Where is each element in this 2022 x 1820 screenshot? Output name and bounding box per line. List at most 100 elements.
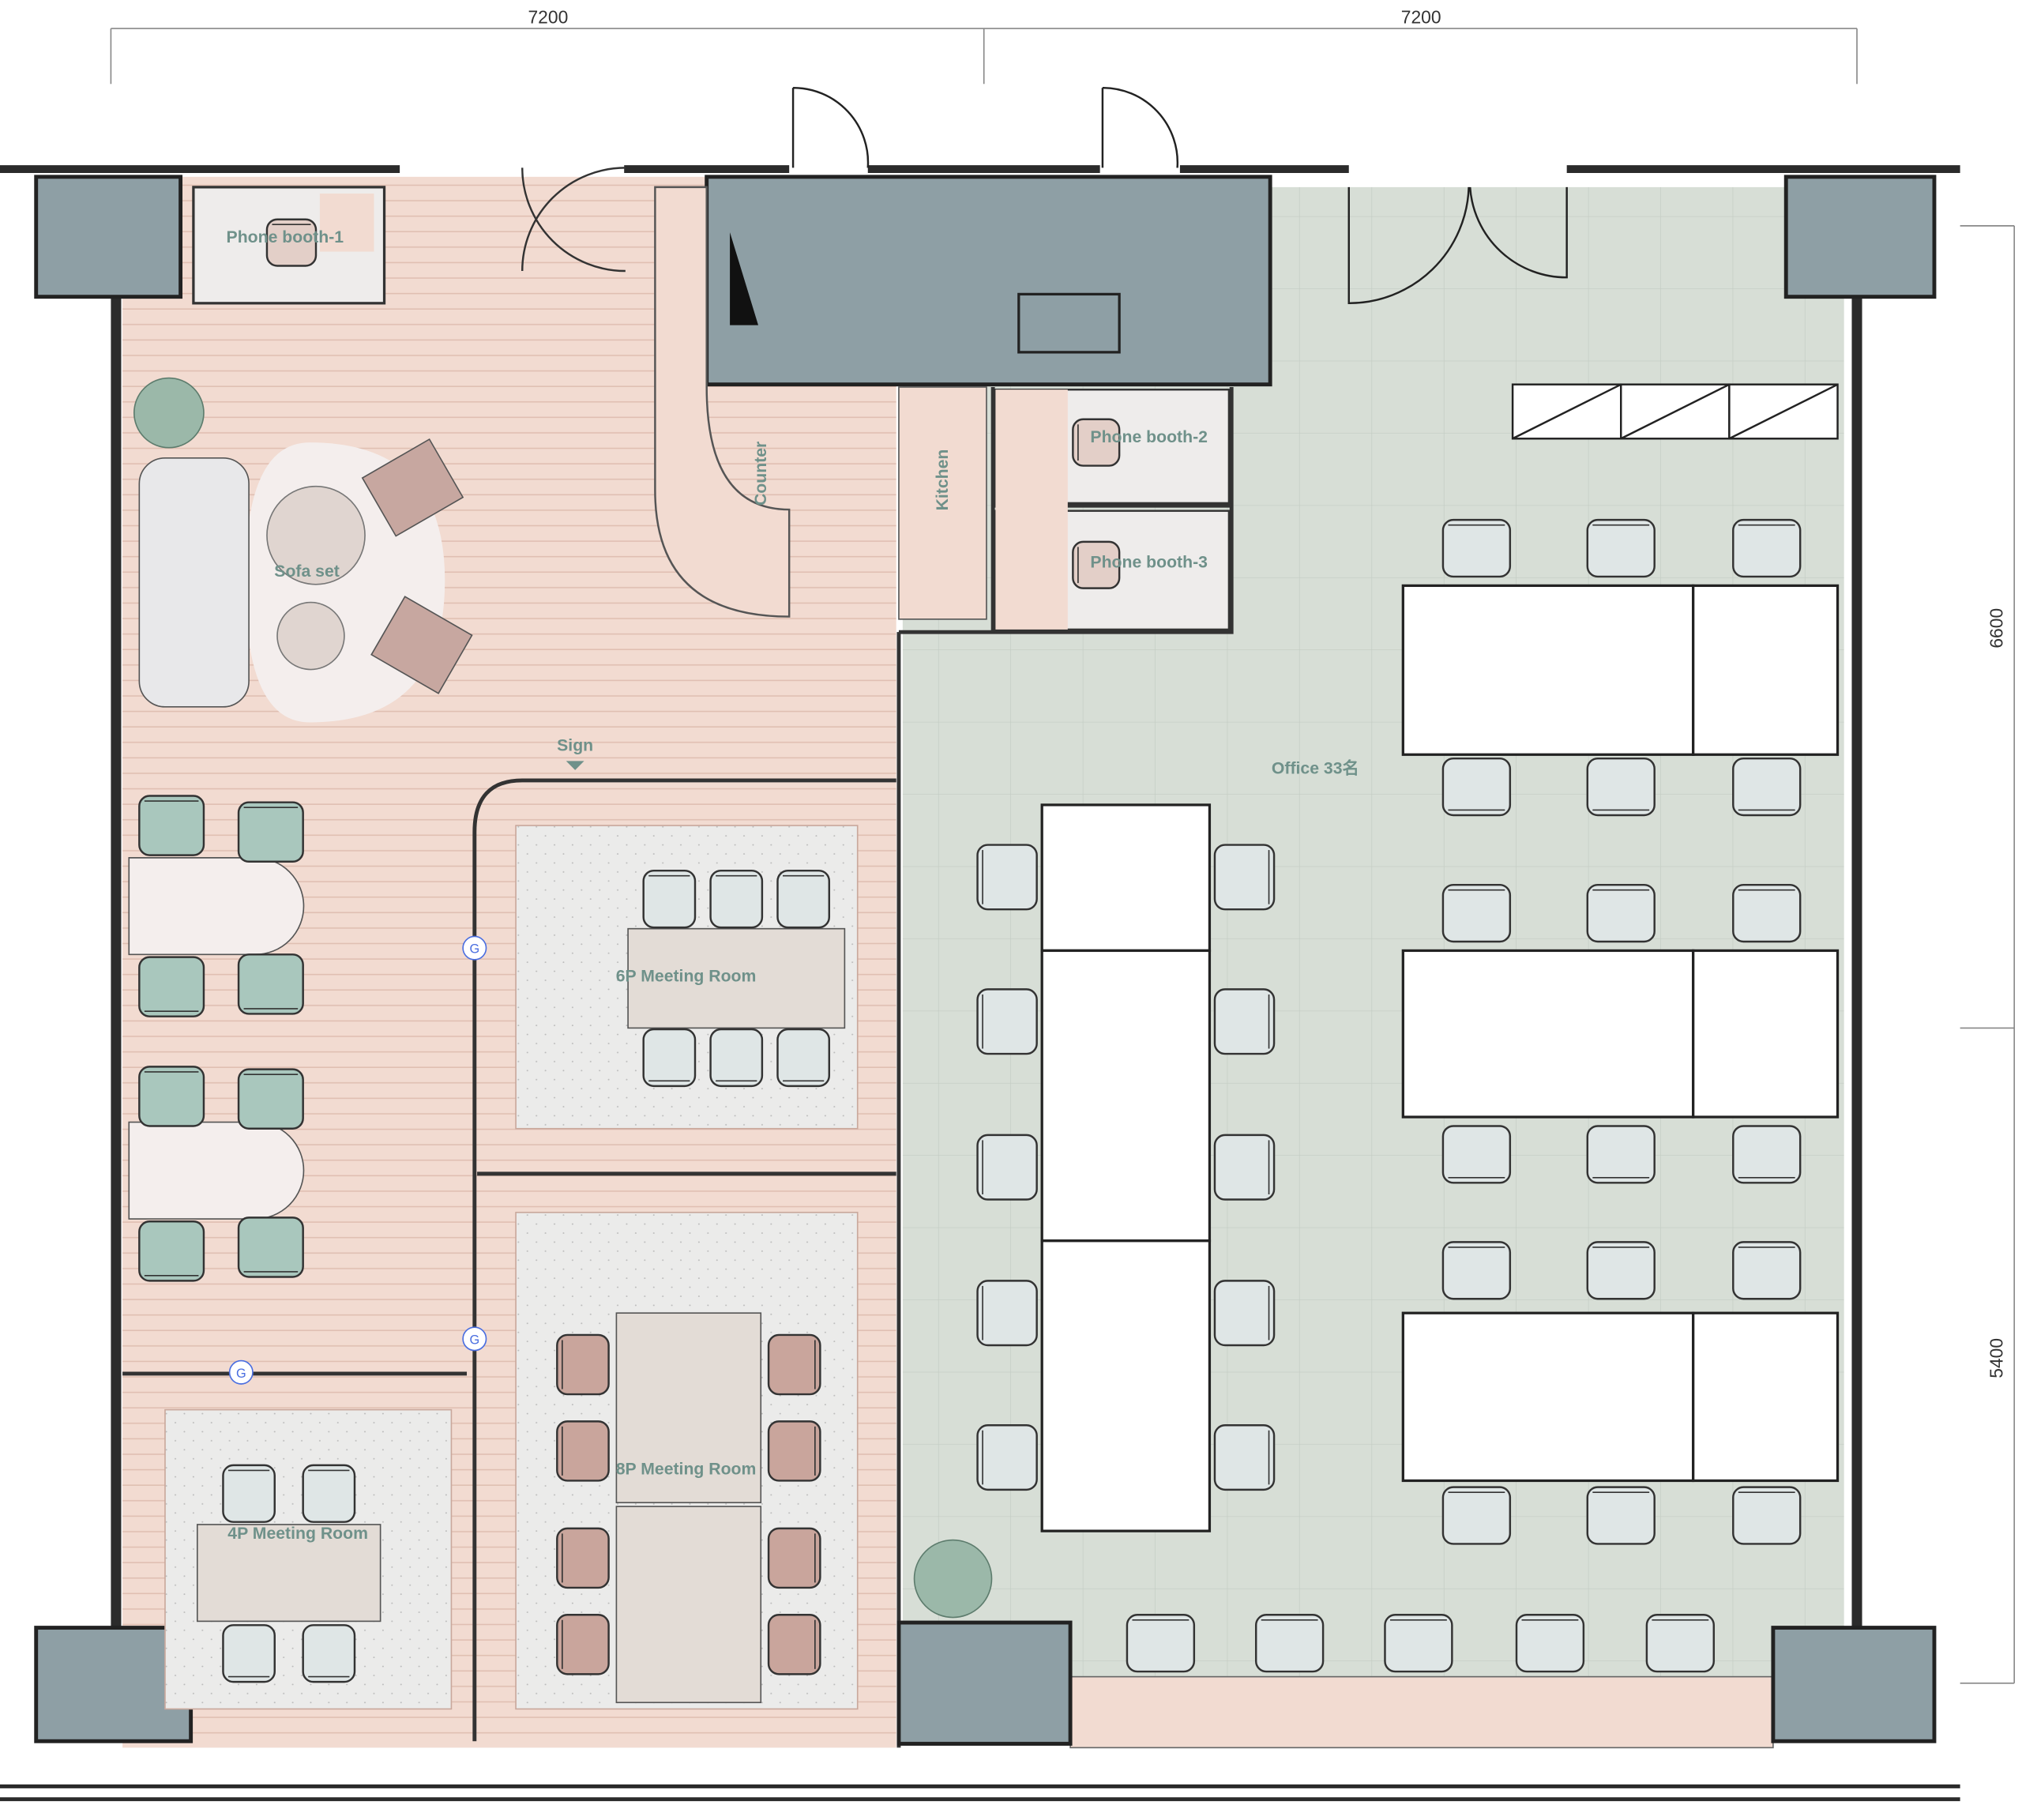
dimension-top-right: 7200 (1401, 7, 1441, 28)
chair-icon (767, 1333, 821, 1396)
chair-icon (976, 1134, 1038, 1201)
label-sofa-set: Sofa set (274, 562, 340, 581)
svg-text:G: G (469, 1333, 479, 1347)
chair-icon (1441, 518, 1512, 578)
chair-icon (138, 795, 205, 856)
chair-icon (1586, 757, 1656, 817)
sign-marker-icon (566, 761, 584, 770)
chair-icon (976, 988, 1038, 1055)
chair-icon (1586, 1486, 1656, 1545)
chair-icon (1072, 540, 1121, 589)
chair-icon (709, 1028, 764, 1088)
chair-icon (976, 844, 1038, 911)
chair-icon (138, 1220, 205, 1282)
chair-icon (138, 956, 205, 1017)
chair-icon (767, 1527, 821, 1589)
chair-icon (1732, 1241, 1802, 1300)
dimension-right-upper: 6600 (1986, 608, 2007, 649)
chair-icon (1213, 844, 1276, 911)
lounge-table (128, 857, 305, 956)
label-8p-meeting-room: 8P Meeting Room (616, 1460, 757, 1478)
svg-text:G: G (236, 1367, 246, 1381)
core-stair (730, 232, 758, 325)
chair-icon (1213, 1134, 1276, 1201)
label-sign: Sign (557, 736, 593, 754)
chair-icon (302, 1624, 356, 1683)
chair-icon (1732, 883, 1802, 943)
office-desks (1040, 584, 1840, 1532)
label-4p-meeting-room: 4P Meeting Room (227, 1525, 368, 1543)
chair-icon (1441, 1241, 1512, 1300)
chair-icon (767, 1614, 821, 1675)
meeting-table-4p (196, 1524, 381, 1623)
chair-icon (1732, 1486, 1802, 1545)
exterior-walls (0, 165, 1960, 1802)
chair-icon (1586, 883, 1656, 943)
structural-columns (34, 175, 1937, 1746)
chair-icon (1441, 883, 1512, 943)
chair-icon (556, 1333, 610, 1396)
chair-icon (265, 218, 318, 267)
sofa-set (138, 438, 473, 723)
chair-icon (237, 1216, 304, 1278)
svg-text:G: G (469, 942, 479, 957)
chair-icon (709, 869, 764, 929)
counter (654, 186, 791, 618)
chair-icon (642, 1028, 697, 1088)
chair-icon (222, 1624, 276, 1683)
chair-icon (1441, 757, 1512, 817)
chair-icon (1732, 757, 1802, 817)
g-marker: G (228, 1359, 254, 1385)
chair-icon (1645, 1614, 1716, 1673)
dimension-right-lower: 5400 (1986, 1338, 2007, 1378)
chair-icon (1213, 988, 1276, 1055)
label-counter: Counter (752, 442, 770, 506)
entrance-doors (521, 86, 1568, 305)
chair-icon (1072, 418, 1121, 467)
chair-icon (237, 953, 304, 1015)
chair-icon (1254, 1614, 1325, 1673)
label-6p-meeting-room: 6P Meeting Room (616, 968, 757, 986)
chair-icon (1213, 1280, 1276, 1347)
chair-icon (237, 801, 304, 863)
chair-icon (1586, 518, 1656, 578)
meeting-table-6p (627, 927, 846, 1029)
plant-icon (133, 377, 205, 449)
label-phone-booth-2: Phone booth-2 (1090, 428, 1208, 446)
chair-icon (556, 1420, 610, 1482)
label-kitchen: Kitchen (934, 449, 952, 511)
plant-icon (913, 1539, 993, 1619)
chair-icon (1384, 1614, 1453, 1673)
window-bench (1069, 1675, 1774, 1749)
chair-icon (1732, 518, 1802, 578)
chair-icon (1213, 1424, 1276, 1491)
chair-icon (976, 1424, 1038, 1491)
label-office: Office 33名 (1272, 758, 1359, 778)
chair-icon (138, 1066, 205, 1127)
chair-icon (776, 1028, 831, 1088)
core-shaft (1017, 292, 1121, 354)
g-marker: G (462, 935, 487, 961)
chair-icon (776, 869, 831, 929)
chair-icon (767, 1420, 821, 1482)
label-phone-booth-1: Phone booth-1 (227, 228, 344, 246)
chair-icon (556, 1614, 610, 1675)
label-phone-booth-3: Phone booth-3 (1090, 554, 1208, 572)
dimension-top-left: 7200 (528, 7, 568, 28)
chair-icon (1515, 1614, 1585, 1673)
booth-desk (995, 389, 1068, 630)
storage-cabinets (1511, 383, 1839, 440)
meeting-table-8p (615, 1506, 762, 1704)
chair-icon (1441, 1486, 1512, 1545)
g-marker: G (462, 1326, 487, 1352)
meeting-table-8p (615, 1312, 762, 1504)
dimension-lines (110, 28, 2016, 1684)
chair-icon (237, 1068, 304, 1130)
chair-icon (222, 1464, 276, 1523)
chair-icon (976, 1280, 1038, 1347)
chair-icon (1732, 1125, 1802, 1184)
chair-icon (1126, 1614, 1196, 1673)
chair-icon (642, 869, 697, 929)
chair-icon (302, 1464, 356, 1523)
